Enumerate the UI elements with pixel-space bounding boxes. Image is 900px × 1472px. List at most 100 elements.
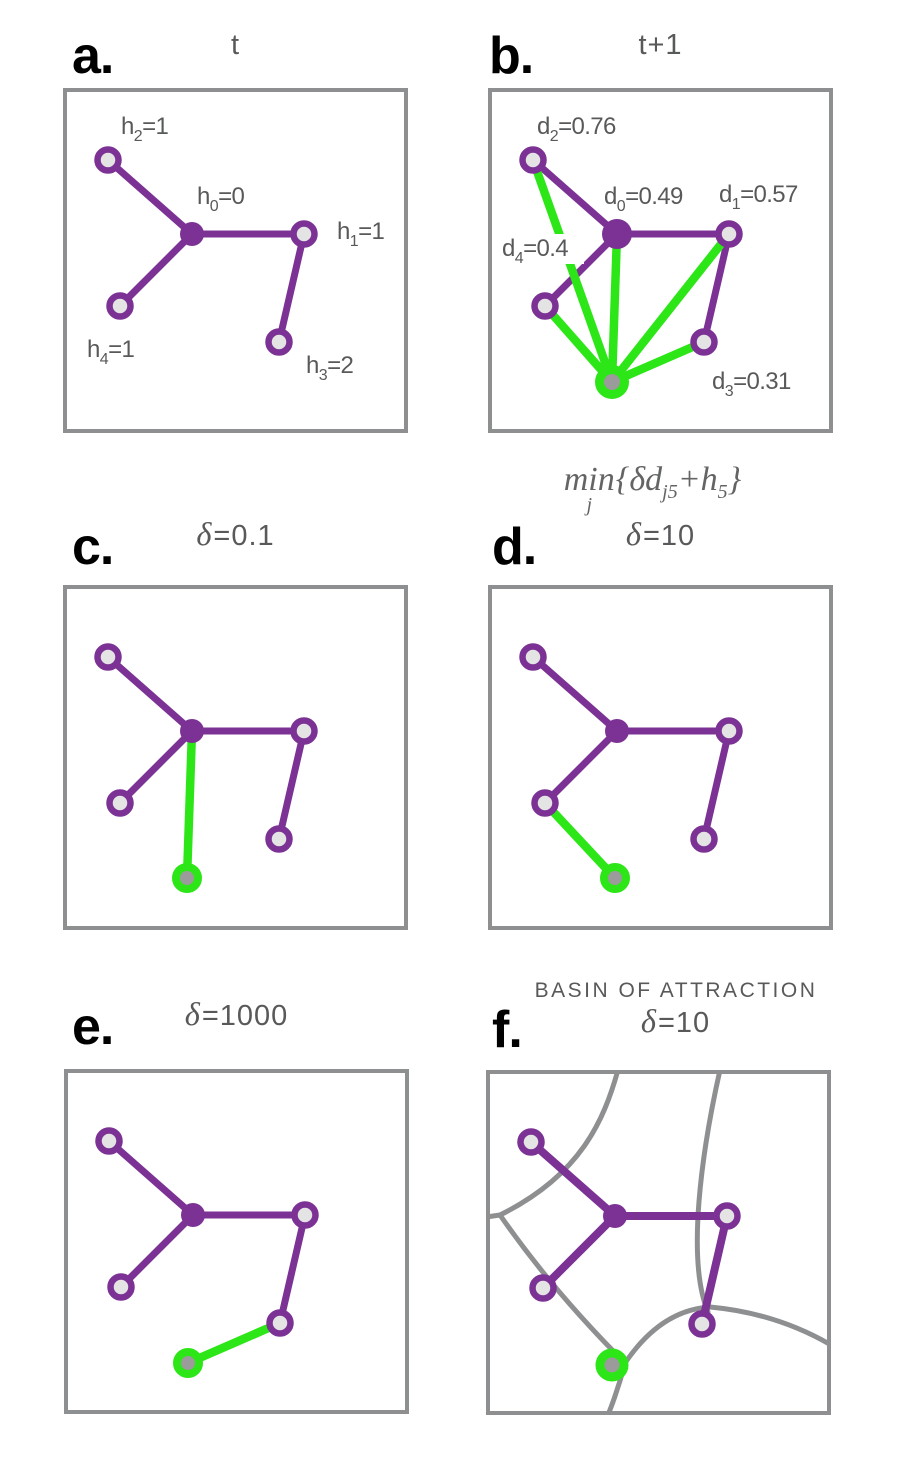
delta-symbol: δ [184, 997, 201, 1033]
edge-0-2 [105, 157, 195, 237]
panel-a-purple-edges [105, 157, 308, 343]
panel-c-title: δ=0.1 [196, 517, 275, 553]
green-edge-5-0 [607, 233, 622, 383]
basin-boundary-curve [497, 1070, 621, 1218]
edge-1-3 [698, 1215, 731, 1325]
node-1 [290, 717, 318, 745]
edge-0-4 [542, 728, 620, 806]
edge-0-4 [118, 1212, 196, 1290]
node-0-center [180, 719, 204, 743]
panel-f-heading: BASIN OF ATTRACTION [534, 979, 818, 1002]
node-2 [519, 643, 547, 671]
node-0-center [603, 1204, 627, 1228]
label-h2: h2=1 [121, 113, 168, 145]
panel-b-title: t+1 [638, 29, 683, 61]
panel-d-border [488, 585, 833, 930]
edge-0-4 [540, 1213, 618, 1291]
label-h3: h3=2 [306, 352, 353, 384]
panel-d-purple-edges [530, 654, 733, 840]
panel-c-border [63, 585, 408, 930]
node-5-new [595, 1348, 629, 1382]
node-1 [715, 220, 743, 248]
edge-0-2 [530, 157, 620, 237]
panel-e-letter: e. [72, 998, 114, 1056]
panel-a-graph: h2=1 h0=0 h1=1 h4=1 h3=2 [63, 88, 408, 433]
basin-boundaries [486, 1070, 831, 1415]
node-0-center [602, 219, 632, 249]
green-edge-5-3 [186, 1319, 282, 1367]
label-d3: d3=0.31 [712, 368, 791, 400]
label-d4-backplate [498, 234, 584, 264]
panel-d-letter: d. [492, 518, 537, 576]
node-2 [94, 643, 122, 671]
basin-boundary-curve [622, 1304, 831, 1366]
node-5-new [600, 863, 630, 893]
node-1 [715, 717, 743, 745]
panel-e-title: δ=1000 [184, 997, 289, 1033]
edge-0-2 [528, 1138, 618, 1220]
node-5-new [173, 1348, 203, 1378]
panel-c-graph [63, 585, 408, 930]
node-3 [265, 825, 293, 853]
node-1 [713, 1202, 741, 1230]
panel-f-letter: f. [492, 1001, 523, 1059]
node-3 [266, 1309, 294, 1337]
panel-a-letter: a. [72, 27, 114, 85]
basin-boundary-curve [694, 1070, 723, 1315]
label-d1: d1=0.57 [719, 181, 798, 213]
delta-symbol: δ [196, 517, 213, 553]
green-edge-5-4 [541, 800, 619, 881]
panel-e-purple-edges [106, 1138, 309, 1324]
node-0-center [180, 222, 204, 246]
node-2 [519, 146, 547, 174]
node-5-new [172, 863, 202, 893]
panel-e-graph [64, 1069, 409, 1414]
edge-0-4 [117, 728, 195, 806]
panel-b-border [488, 88, 833, 433]
edge-0-2 [530, 654, 620, 734]
label-h4: h4=1 [87, 336, 134, 368]
label-h1: h1=1 [337, 218, 384, 250]
edge-1-3 [276, 1214, 309, 1324]
node-1 [291, 1201, 319, 1229]
panel-c-purple-edges [105, 654, 308, 840]
panel-d-title: δ=10 [625, 517, 696, 553]
node-4 [531, 292, 559, 320]
green-edge-5-2 [528, 158, 617, 384]
edge-1-3 [700, 730, 733, 840]
panel-c-letter: c. [72, 518, 114, 576]
edge-0-2 [105, 654, 195, 734]
delta-symbol: δ [640, 1004, 657, 1040]
node-4 [107, 1273, 135, 1301]
node-3 [265, 328, 293, 356]
node-2 [95, 1127, 123, 1155]
panel-f-border [486, 1070, 831, 1415]
panel-f-purple-edges [528, 1138, 731, 1325]
edge-1-3 [275, 730, 308, 840]
node-4 [106, 789, 134, 817]
node-5-new [595, 365, 629, 399]
label-d0: d0=0.49 [604, 183, 683, 215]
panel-d-graph [488, 585, 833, 930]
label-d2: d2=0.76 [537, 113, 616, 145]
green-edge-5-0 [182, 730, 197, 879]
green-edge-5-1 [608, 231, 733, 385]
node-2 [517, 1128, 545, 1156]
panel-a-title: t [230, 29, 241, 61]
node-4 [531, 789, 559, 817]
edge-0-4 [117, 231, 195, 309]
node-3 [690, 328, 718, 356]
panel-e-border [64, 1069, 409, 1414]
panel-a-border [63, 88, 408, 433]
panel-f-title: δ=10 [640, 1004, 711, 1040]
label-d4: d4=0.4 [502, 235, 568, 267]
panel-b-graph: d2=0.76 d0=0.49 d1=0.57 d4=0.4 d3=0.31 [488, 88, 833, 433]
node-2 [94, 146, 122, 174]
edge-0-2 [106, 1138, 196, 1218]
node-1 [290, 220, 318, 248]
edge-0-4 [542, 231, 620, 309]
label-h0: h0=0 [197, 183, 244, 215]
